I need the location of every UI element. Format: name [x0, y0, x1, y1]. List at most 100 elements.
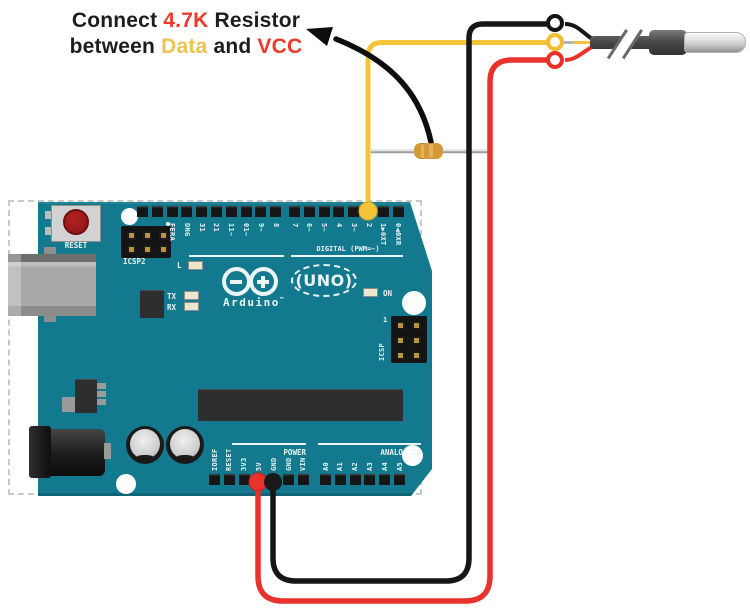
analog-header-pins-2[interactable]	[349, 474, 361, 485]
annotation-line-1: Connect 4.7K Resistor	[71, 9, 301, 32]
voltage-regulator-tab	[62, 397, 78, 412]
analog-header-pins-5[interactable]	[394, 474, 405, 485]
analog-header-pins-0[interactable]	[320, 474, 331, 485]
usb-connector[interactable]	[8, 254, 96, 316]
icsp-pins-row2-0[interactable]	[396, 336, 405, 345]
reset-label: RESET	[64, 241, 88, 250]
probe-vcc-terminal[interactable]	[546, 50, 564, 69]
power-labels-6: VIN	[299, 457, 308, 471]
digital-header-left-pins-2[interactable]	[166, 206, 178, 217]
digital-header-left-pins-1[interactable]	[151, 206, 163, 217]
power-labels-3: 5V	[254, 461, 263, 471]
power-header-pins-6[interactable]	[297, 474, 309, 485]
digital-header-left-pins-9[interactable]	[270, 206, 282, 217]
digital-left-labels-1: DNG	[182, 223, 191, 237]
digital-header-right-pins-7[interactable]	[392, 206, 404, 217]
digital-left-labels-6: 9~	[256, 223, 265, 233]
digital-header-right-pins-0[interactable]	[289, 206, 300, 217]
digital-right-labels-6: 1▶0XT	[379, 223, 388, 246]
resistor-4.7k[interactable]	[414, 143, 443, 159]
analog-header-pins-1[interactable]	[334, 474, 346, 485]
capacitor-2-notch	[176, 455, 194, 463]
digital-left-labels-7: 8	[271, 223, 280, 228]
analog-header-pins-3[interactable]	[364, 474, 376, 485]
icsp-pins-row1-1[interactable]	[412, 321, 421, 330]
icsp2-pin1-dot	[166, 222, 170, 226]
digital-right-labels-7: 0◀0XR	[394, 223, 403, 246]
power-header-pins-4[interactable]	[268, 474, 280, 485]
data-wire[interactable]	[365, 40, 559, 214]
resistor-band-3	[433, 143, 443, 159]
digital-header-right-pins-3[interactable]	[333, 206, 345, 217]
analog-labels-1: A1	[336, 461, 345, 471]
icsp-pins-row3-1[interactable]	[412, 351, 421, 360]
power-header-pins-3[interactable]	[253, 474, 265, 485]
led-tx-label: TX	[167, 292, 177, 301]
icsp-pins-row1-0[interactable]	[396, 321, 405, 330]
analog-labels-3: A3	[365, 461, 374, 471]
icsp2-pins-row2-2[interactable]	[159, 245, 168, 254]
digital-header-right-pins-5[interactable]	[363, 206, 374, 217]
mounting-hole-top-left	[121, 208, 138, 225]
analog-labels-4: A4	[380, 461, 389, 471]
icsp2-pins-row1-2[interactable]	[159, 231, 168, 240]
icsp-label: ICSP	[378, 342, 386, 361]
power-jack[interactable]	[45, 429, 105, 476]
power-header-pins-5[interactable]	[283, 474, 294, 485]
voltage-regulator	[75, 379, 97, 413]
digital-header-right-pins-4[interactable]	[348, 206, 360, 217]
analog-labels-0: A0	[321, 461, 330, 471]
silk-line-digital-left	[189, 255, 284, 257]
usb-connector-tab-top	[44, 247, 56, 255]
analog-labels-5: A5	[395, 461, 404, 471]
digital-left-labels-2: 31	[197, 223, 206, 233]
power-heading: POWER	[283, 448, 306, 457]
digital-header-left-pins-4[interactable]	[196, 206, 208, 217]
digital-header-left-pins-7[interactable]	[240, 206, 252, 217]
icsp-pins-row2-1[interactable]	[412, 336, 421, 345]
probe-stub-red	[564, 45, 593, 62]
probe-stub-black	[564, 22, 594, 41]
digital-header-right-pins-6[interactable]	[377, 206, 389, 217]
icsp-pins-row3-0[interactable]	[396, 351, 405, 360]
digital-header-left-pins-3[interactable]	[181, 206, 193, 217]
digital-header-left-pins-0[interactable]	[137, 206, 148, 217]
digital-left-labels-5: 01~	[242, 223, 250, 237]
temperature-probe-tip[interactable]	[684, 32, 746, 53]
capacitor-1-notch	[136, 455, 154, 463]
digital-right-labels-1: 6~	[305, 223, 314, 233]
arduino-brand-text: Arduino™	[223, 296, 285, 309]
digital-header-left-pins-8[interactable]	[255, 206, 267, 217]
annotation-arrow	[333, 36, 434, 145]
power-header-pins-2[interactable]	[238, 474, 250, 485]
digital-right-labels-5: 2	[364, 223, 373, 228]
usb-connector-front-edge	[8, 254, 21, 316]
power-labels-0: IOREF	[210, 448, 219, 471]
icsp2-pins-row1-0[interactable]	[127, 231, 136, 240]
probe-data-terminal[interactable]	[546, 33, 564, 51]
silk-line-analog	[318, 443, 421, 445]
uno-logo: (UNO)	[291, 264, 357, 297]
digital-header-right-pins-1[interactable]	[303, 206, 315, 217]
probe-ground-terminal[interactable]	[546, 14, 564, 32]
power-header-pins-0[interactable]	[209, 474, 220, 485]
power-labels-4: GND	[269, 457, 278, 471]
led-rx	[184, 302, 199, 311]
digital-heading: DIGITAL (PWM=~)	[316, 245, 380, 253]
icsp2-pins-row2-1[interactable]	[143, 245, 152, 254]
digital-header-right-pins-2[interactable]	[318, 206, 330, 217]
power-header-pins-1[interactable]	[223, 474, 235, 485]
usb-interface-chip	[140, 290, 164, 318]
regulator-pad-2	[96, 391, 106, 397]
capacitor-2-top	[170, 429, 200, 459]
power-labels-5: GND	[284, 457, 293, 471]
digital-header-left-pins-6[interactable]	[225, 206, 237, 217]
resistor-band-1	[414, 143, 421, 159]
annotation-text: Connect 4.7K Resistor between Data and V…	[58, 8, 314, 60]
reset-button[interactable]	[63, 209, 89, 235]
analog-header-pins-4[interactable]	[379, 474, 391, 485]
digital-header-left-pins-5[interactable]	[211, 206, 222, 217]
icsp2-pins-row1-1[interactable]	[143, 231, 152, 240]
icsp2-pins-row2-0[interactable]	[127, 245, 136, 254]
